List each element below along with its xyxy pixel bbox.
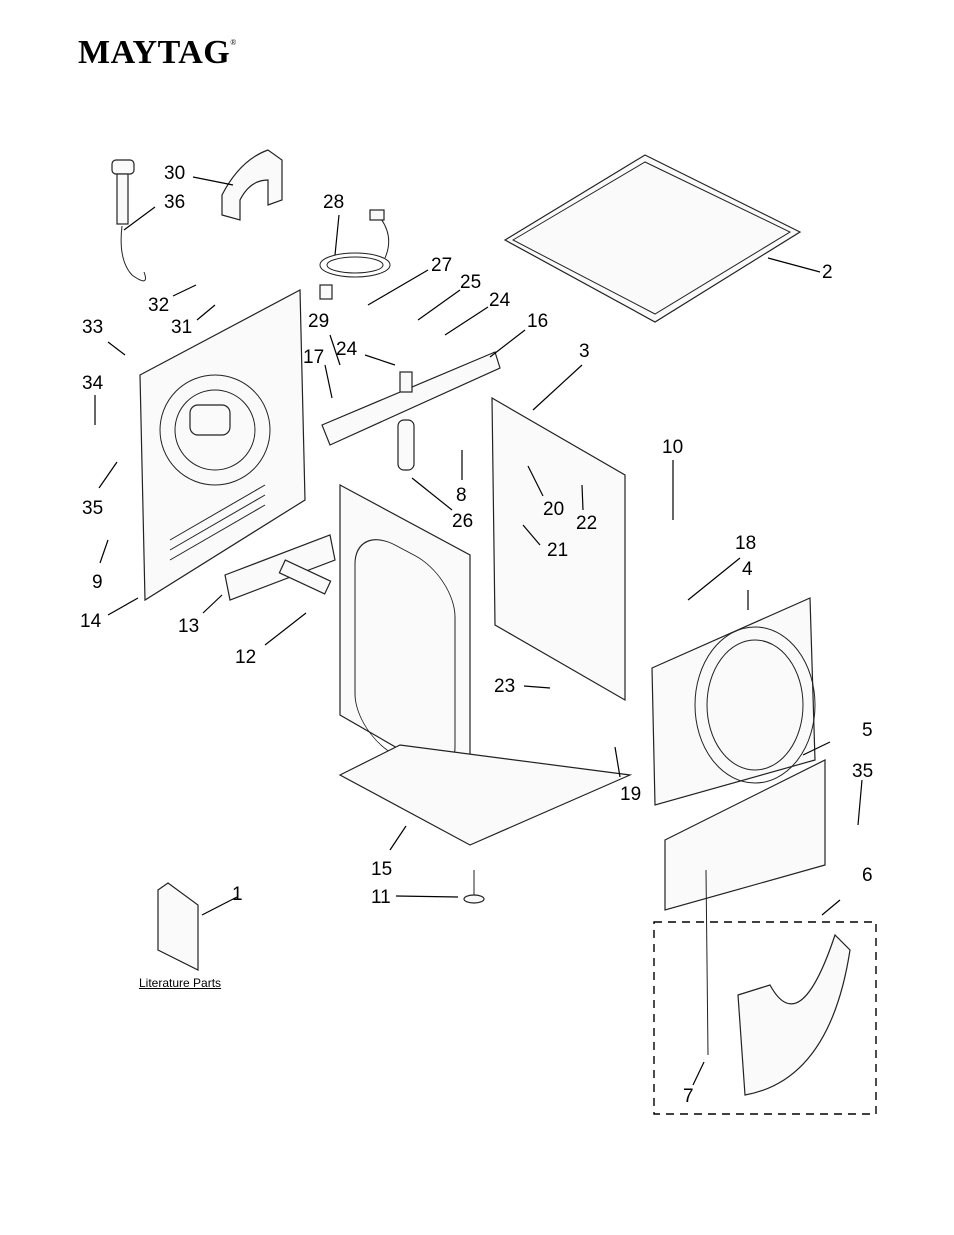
part-toe-panel	[664, 759, 826, 911]
callout-21: 21	[547, 540, 569, 561]
callout-35-left: 35	[82, 498, 104, 519]
callout-29: 29	[308, 311, 330, 332]
callout-9: 9	[92, 572, 103, 593]
callout-10: 10	[662, 437, 684, 458]
callout-27: 27	[431, 255, 453, 276]
callout-22: 22	[576, 513, 598, 534]
callout-34: 34	[82, 373, 104, 394]
part-top-cover	[503, 154, 802, 323]
part-literature	[157, 882, 199, 971]
callout-3: 3	[579, 341, 590, 362]
callout-35-right: 35	[852, 761, 874, 782]
part-drain-hose	[111, 159, 146, 282]
part-access-cover	[224, 534, 336, 601]
part-front-panel	[651, 597, 816, 806]
callout-24-right: 24	[489, 290, 511, 311]
part-hose-bracket	[221, 149, 283, 221]
maytag-logo: MAYTAG®	[78, 34, 237, 71]
part-control-bracket	[321, 351, 501, 446]
callout-24-left: 24	[336, 339, 358, 360]
callout-18: 18	[735, 533, 757, 554]
callout-13: 13	[178, 616, 200, 637]
callout-16: 16	[527, 311, 549, 332]
callout-32: 32	[148, 295, 170, 316]
callout-31: 31	[171, 317, 193, 338]
part-leveling-leg	[463, 870, 485, 904]
callout-36: 36	[164, 192, 186, 213]
literature-parts-label: Literature Parts	[139, 976, 222, 990]
part-left-side-panel	[339, 483, 471, 792]
callout-33: 33	[82, 317, 104, 338]
callout-1: 1	[232, 884, 243, 905]
callout-28: 28	[323, 192, 345, 213]
callout-5: 5	[862, 720, 873, 741]
callout-8: 8	[456, 485, 467, 506]
callout-20: 20	[543, 499, 565, 520]
part-base	[338, 744, 633, 846]
part-right-side-panel	[491, 396, 626, 702]
callout-30: 30	[164, 163, 186, 184]
callout-23: 23	[494, 676, 516, 697]
callout-14: 14	[80, 611, 102, 632]
callout-2: 2	[822, 262, 833, 283]
part-power-cord	[319, 209, 391, 300]
callout-4: 4	[742, 559, 753, 580]
callout-17: 17	[303, 347, 325, 368]
callout-6: 6	[862, 865, 873, 886]
callout-25: 25	[460, 272, 482, 293]
callout-12: 12	[235, 647, 257, 668]
part-drain-bellows	[397, 371, 415, 471]
callout-7: 7	[683, 1086, 694, 1107]
part-rear-panel	[139, 289, 306, 602]
callout-19: 19	[620, 784, 642, 805]
callout-15: 15	[371, 859, 393, 880]
part-door-trim	[737, 933, 851, 1096]
callout-26: 26	[452, 511, 474, 532]
callout-11: 11	[371, 887, 391, 908]
leader-lines	[94, 176, 863, 1086]
door-trim-dashed-box	[653, 921, 877, 1115]
